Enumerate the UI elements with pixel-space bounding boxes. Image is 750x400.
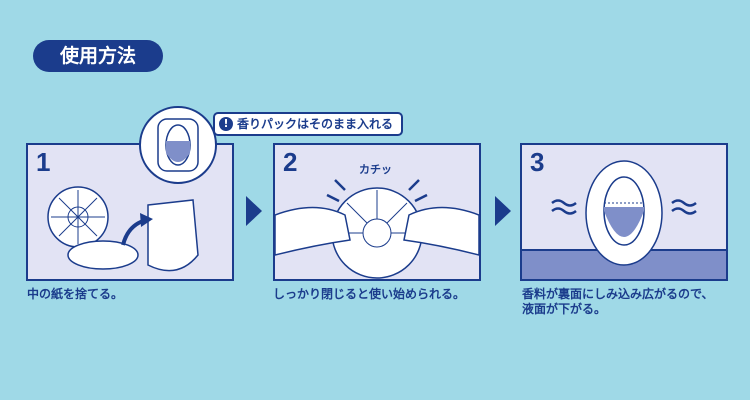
step-number: 2 [283, 147, 298, 177]
exclamation-icon: ! [219, 117, 233, 131]
step-number: 3 [530, 147, 545, 177]
liquid-level-illustration [551, 160, 697, 266]
step-3-caption: 香料が裏面にしみ込み広がるので、 液面が下がる。 [522, 287, 714, 317]
discard-paper-illustration [47, 186, 199, 272]
close-lid-illustration [275, 179, 479, 279]
step-2-caption: しっかり閉じると使い始められる。 [273, 287, 466, 301]
scent-pack-inset-icon [139, 106, 217, 184]
step-2-panel: 2 カチッ [273, 143, 481, 281]
page-title: 使用方法 [33, 40, 163, 72]
arrow-right-icon [495, 196, 511, 226]
step-3-caption-line-1: 香料が裏面にしみ込み広がるので、 [522, 287, 714, 301]
step-1-caption: 中の紙を捨てる。 [27, 287, 124, 301]
scent-pack-note: ! 香りパックはそのまま入れる [213, 112, 404, 136]
step-3-caption-line-2: 液面が下がる。 [522, 302, 607, 316]
step-3-panel: 3 [520, 143, 728, 281]
arrow-right-icon [246, 196, 262, 226]
step-number: 1 [36, 147, 51, 177]
click-sound-label: カチッ [359, 163, 392, 176]
note-text: 香りパックはそのまま入れる [237, 117, 394, 131]
